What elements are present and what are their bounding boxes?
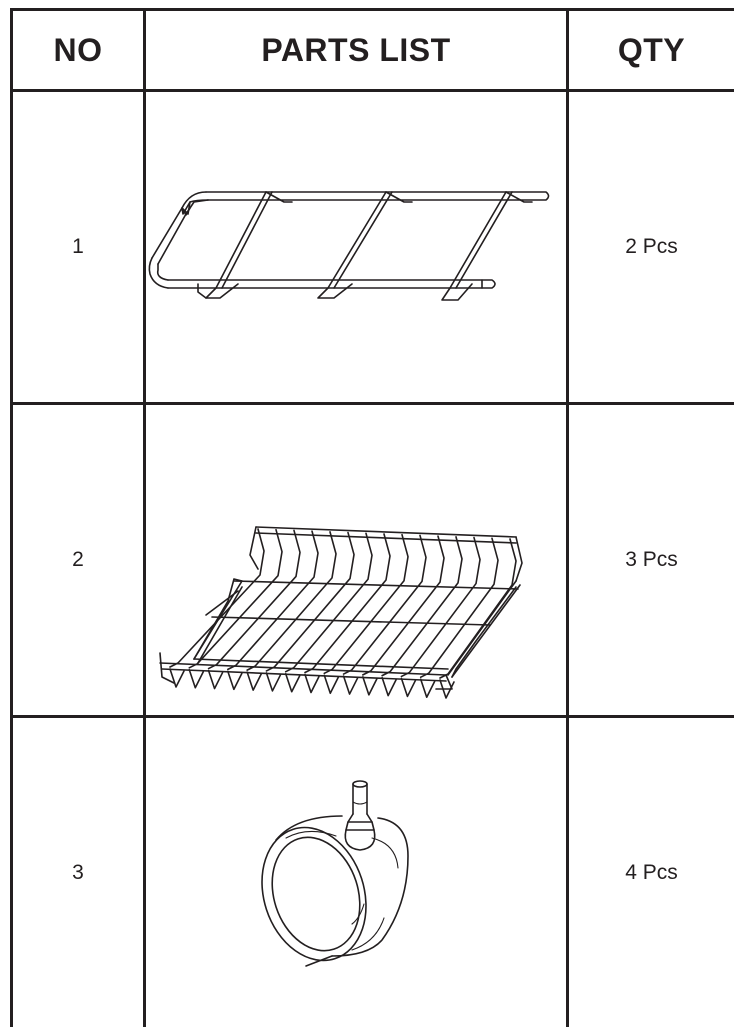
basket-wire	[227, 530, 319, 671]
basket-wire	[188, 528, 283, 669]
basket-tooth	[342, 675, 359, 695]
basket-tooth	[265, 672, 282, 692]
caster-wheel-illustration	[261, 780, 409, 967]
basket-wire	[400, 536, 481, 678]
row-separator-2	[10, 715, 734, 718]
basket-wire	[207, 529, 301, 670]
table-border-top	[10, 8, 734, 11]
basket-tooth	[381, 676, 397, 697]
basket-wire	[284, 532, 373, 673]
basket-tooth	[246, 671, 262, 691]
basket-wire	[246, 531, 337, 671]
basket-wire	[362, 535, 445, 676]
basket-wire	[419, 537, 499, 679]
basket-tooth	[323, 674, 340, 695]
basket-tooth	[284, 672, 301, 693]
basket-tooth	[207, 669, 224, 690]
basket-tooth	[188, 668, 205, 689]
basket-wire	[304, 533, 391, 674]
basket-tooth	[419, 678, 436, 699]
row-1-qty: 2 Pcs	[625, 235, 678, 258]
table-border-left	[10, 8, 13, 1027]
basket-wire	[381, 536, 463, 677]
header-no: NO	[53, 31, 103, 68]
column-divider-2	[566, 8, 569, 1027]
header-qty: QTY	[617, 31, 686, 68]
basket-wire	[439, 538, 517, 679]
basket-wire	[265, 531, 355, 672]
header-separator	[10, 89, 734, 92]
row-1-number: 1	[72, 235, 84, 258]
basket-wire	[342, 534, 427, 675]
header-parts-list: PARTS LIST	[261, 31, 451, 68]
basket-wire	[169, 528, 265, 668]
row-2-number: 2	[72, 548, 84, 571]
basket-wire	[323, 533, 409, 675]
basket-tooth	[400, 677, 417, 698]
row-2-qty: 3 Pcs	[625, 548, 678, 571]
basket-tooth	[362, 676, 378, 696]
basket-tooth	[169, 668, 185, 688]
row-separator-1	[10, 402, 734, 405]
basket-tooth	[439, 679, 455, 699]
row-3-qty: 4 Pcs	[625, 860, 678, 884]
basket-tooth	[227, 670, 243, 691]
column-divider-1	[143, 8, 146, 1027]
side-rail-frame-illustration	[148, 191, 550, 301]
row-3-number: 3	[72, 860, 84, 884]
wire-shelf-basket-illustration	[159, 526, 523, 699]
basket-tooth	[304, 673, 320, 694]
